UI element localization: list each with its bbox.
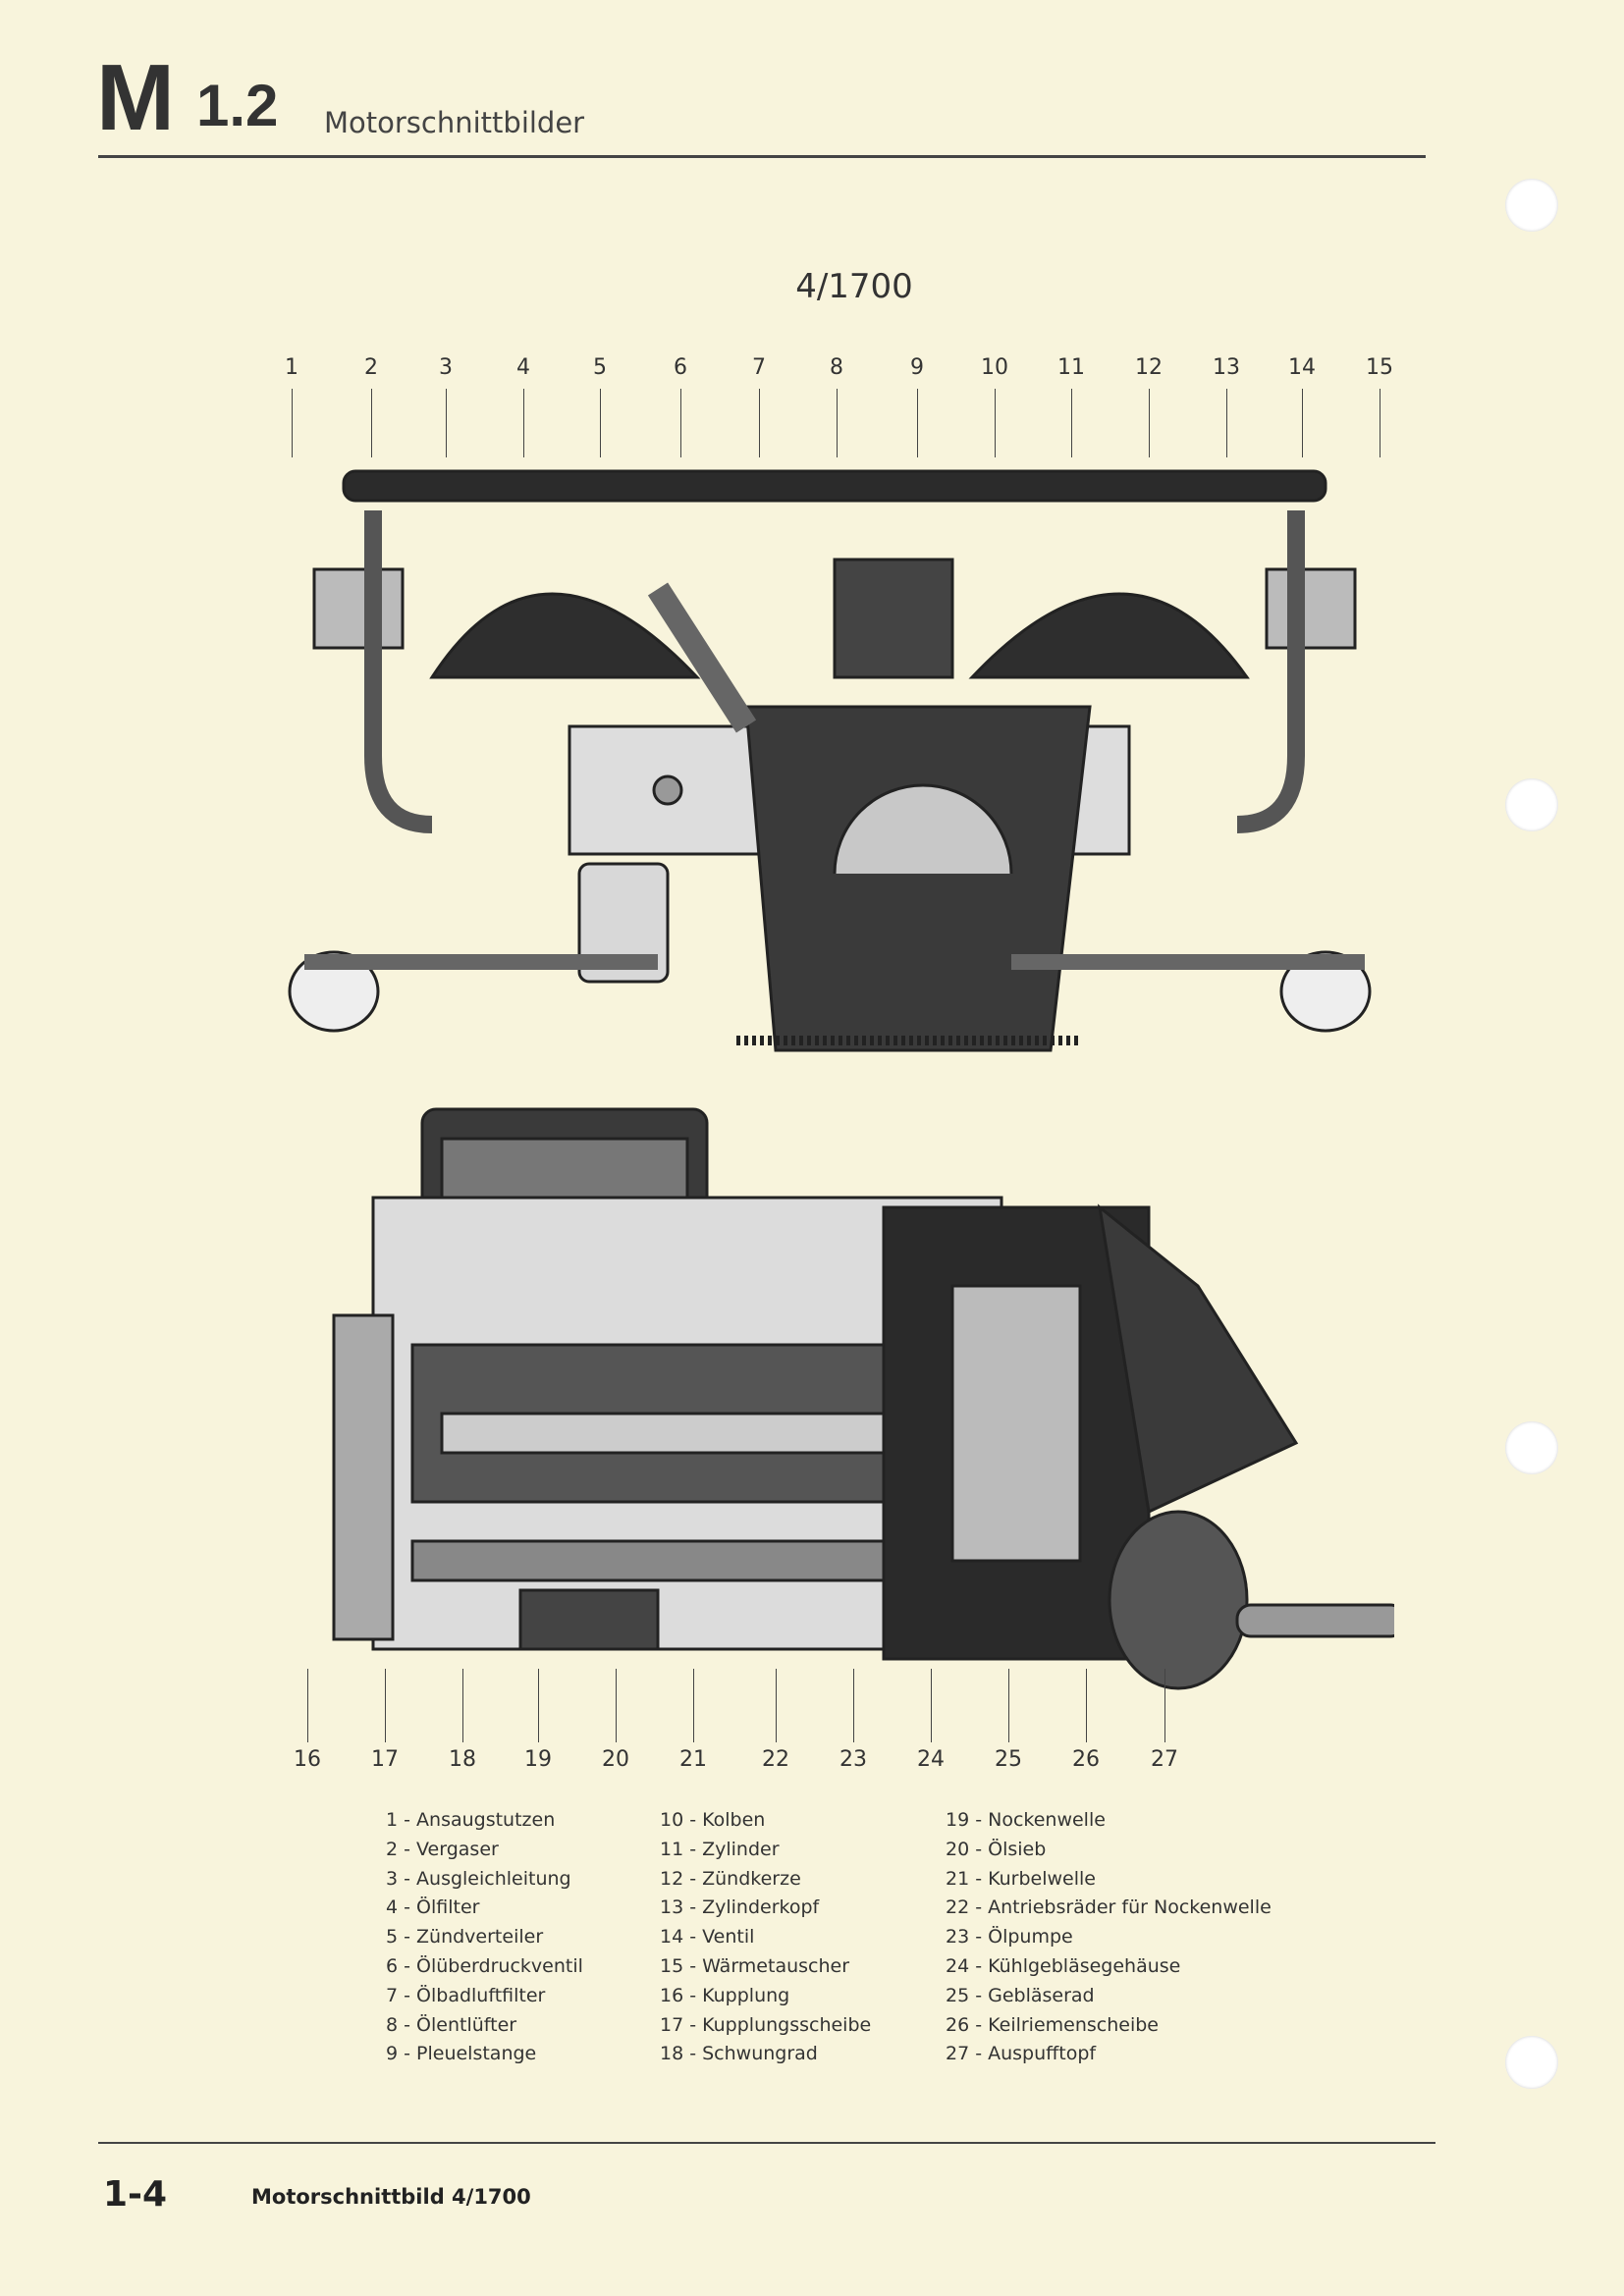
- leader-line: [837, 389, 838, 457]
- leader-line: [680, 389, 681, 457]
- legend-column-3: 19 - Nockenwelle 20 - Ölsieb 21 - Kurbel…: [946, 1806, 1272, 2069]
- leader-line: [446, 389, 447, 457]
- legend-item: 20 - Ölsieb: [946, 1838, 1047, 1860]
- legend-item: 6 - Ölüberdruckventil: [386, 1954, 583, 1977]
- leader-line: [616, 1669, 617, 1742]
- legend-item: 2 - Vergaser: [386, 1838, 499, 1860]
- legend-item: 25 - Gebläserad: [946, 1984, 1095, 2006]
- leader-line: [693, 1669, 694, 1742]
- legend-item: 8 - Ölentlüfter: [386, 2013, 517, 2036]
- callout-number: 4: [516, 355, 530, 380]
- leader-line: [307, 1669, 308, 1742]
- callout-number: 5: [593, 355, 607, 380]
- leader-line: [917, 389, 918, 457]
- legend-item: 27 - Auspufftopf: [946, 2043, 1097, 2065]
- callout-number: 13: [1213, 355, 1240, 380]
- legend-column-2: 10 - Kolben 11 - Zylinder 12 - Zündkerze…: [660, 1806, 871, 2069]
- leader-line: [995, 389, 996, 457]
- legend-item: 5 - Zündverteiler: [386, 1926, 544, 1949]
- callout-number: 6: [674, 355, 687, 380]
- legend-item: 7 - Ölbadluftfilter: [386, 1984, 546, 2006]
- callout-number: 19: [524, 1747, 552, 1772]
- callout-number: 1: [285, 355, 298, 380]
- legend-item: 17 - Kupplungsscheibe: [660, 2013, 872, 2036]
- legend-item: 21 - Kurbelwelle: [946, 1867, 1096, 1890]
- leader-line: [1302, 389, 1303, 457]
- section-number: 1.2: [196, 73, 279, 138]
- callout-number: 15: [1366, 355, 1393, 380]
- callout-number: 16: [294, 1747, 321, 1772]
- leader-line: [853, 1669, 854, 1742]
- legend-item: 23 - Ölpumpe: [946, 1926, 1073, 1949]
- leader-line: [371, 389, 372, 457]
- legend-item: 10 - Kolben: [660, 1809, 766, 1831]
- callout-number: 14: [1288, 355, 1316, 380]
- callout-number: 24: [917, 1747, 945, 1772]
- callout-number: 21: [679, 1747, 707, 1772]
- leader-line: [600, 389, 601, 457]
- leader-line: [292, 389, 293, 457]
- section-letter: M: [96, 45, 175, 150]
- footer-rule: [98, 2142, 1435, 2144]
- legend-item: 16 - Kupplung: [660, 1984, 790, 2006]
- callout-number: 2: [364, 355, 378, 380]
- callout-number: 12: [1135, 355, 1163, 380]
- leader-line: [462, 1669, 463, 1742]
- legend-item: 12 - Zündkerze: [660, 1867, 801, 1890]
- engine-front-section-drawing: [288, 469, 1372, 1052]
- callout-number: 27: [1151, 1747, 1178, 1772]
- leader-line: [1071, 389, 1072, 457]
- punch-hole: [1505, 778, 1558, 831]
- legend-item: 13 - Zylinderkopf: [660, 1896, 820, 1919]
- legend-item: 4 - Ölfilter: [386, 1896, 480, 1919]
- legend-item: 22 - Antriebsräder für Nockenwelle: [946, 1896, 1272, 1919]
- punch-hole: [1505, 179, 1558, 232]
- leader-line: [538, 1669, 539, 1742]
- punch-hole: [1505, 2036, 1558, 2089]
- page-title: Motorschnittbilder: [324, 106, 585, 139]
- header-rule: [98, 155, 1426, 158]
- legend-item: 26 - Keilriemenscheibe: [946, 2013, 1159, 2036]
- leader-line: [759, 389, 760, 457]
- callout-number: 25: [995, 1747, 1022, 1772]
- page-number: 1-4: [103, 2174, 168, 2215]
- callout-number: 20: [602, 1747, 629, 1772]
- legend-item: 1 - Ansaugstutzen: [386, 1809, 556, 1831]
- legend-column-1: 1 - Ansaugstutzen 2 - Vergaser 3 - Ausgl…: [386, 1806, 583, 2069]
- callout-number: 26: [1072, 1747, 1100, 1772]
- leader-line: [931, 1669, 932, 1742]
- callout-number: 10: [981, 355, 1008, 380]
- legend-item: 18 - Schwungrad: [660, 2043, 818, 2065]
- leader-line: [1149, 389, 1150, 457]
- callout-number: 3: [439, 355, 453, 380]
- callout-number: 9: [910, 355, 924, 380]
- callout-number: 11: [1057, 355, 1085, 380]
- legend-item: 9 - Pleuelstange: [386, 2043, 537, 2065]
- leader-line: [1226, 389, 1227, 457]
- engine-model-title: 4/1700: [795, 267, 913, 306]
- legend-item: 14 - Ventil: [660, 1926, 755, 1949]
- callout-number: 23: [839, 1747, 867, 1772]
- callout-number: 18: [449, 1747, 476, 1772]
- callout-number: 17: [371, 1747, 399, 1772]
- leader-line: [523, 389, 524, 457]
- callout-number: 7: [752, 355, 766, 380]
- callout-number: 8: [830, 355, 843, 380]
- legend-item: 3 - Ausgleichleitung: [386, 1867, 571, 1890]
- callout-number: 22: [762, 1747, 789, 1772]
- punch-hole: [1505, 1421, 1558, 1474]
- legend-item: 24 - Kühlgebläsegehäuse: [946, 1954, 1181, 1977]
- leader-line: [776, 1669, 777, 1742]
- leader-line: [1008, 1669, 1009, 1742]
- leader-line: [1086, 1669, 1087, 1742]
- footer-title: Motorschnittbild 4/1700: [251, 2185, 531, 2209]
- leader-line: [1164, 1669, 1165, 1742]
- legend-item: 15 - Wärmetauscher: [660, 1954, 850, 1977]
- leader-line: [385, 1669, 386, 1742]
- legend-item: 19 - Nockenwelle: [946, 1809, 1106, 1831]
- engine-side-section-drawing: [332, 1107, 1394, 1690]
- legend-item: 11 - Zylinder: [660, 1838, 780, 1860]
